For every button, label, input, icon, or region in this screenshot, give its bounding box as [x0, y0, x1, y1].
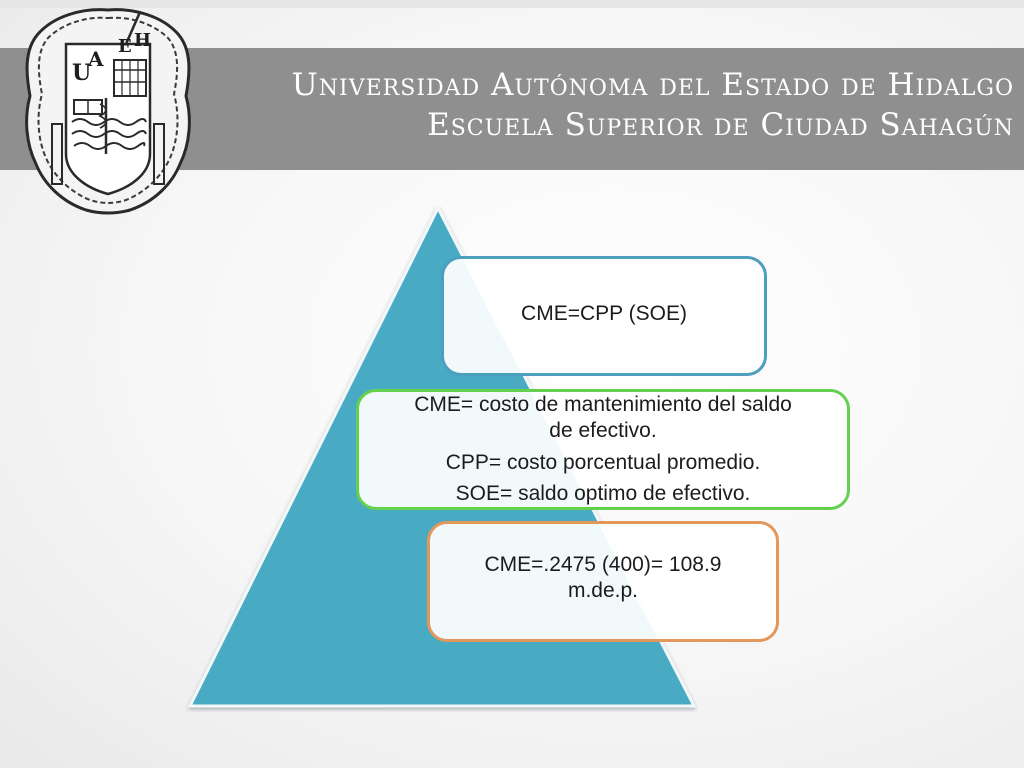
formula-box: CME=CPP (SOE)	[441, 256, 767, 376]
definition-cme: CME= costo de mantenimiento del saldo	[414, 393, 792, 417]
school-name: Escuela Superior de Ciudad Sahagún	[427, 107, 1014, 143]
definitions-box: CME= costo de mantenimiento del saldo de…	[356, 389, 850, 510]
header-top-strip	[0, 0, 1024, 8]
definition-soe: SOE= saldo optimo de efectivo.	[455, 482, 751, 506]
university-name: Universidad Autónoma del Estado de Hidal…	[291, 67, 1014, 103]
result-calculation: CME=.2475 (400)= 108.9	[484, 553, 722, 577]
svg-text:A: A	[87, 47, 104, 71]
svg-text:U: U	[72, 60, 91, 86]
university-seal-icon: U A E H	[25, 8, 191, 215]
svg-text:H: H	[134, 30, 151, 51]
result-unit: m.de.p.	[567, 578, 639, 602]
result-box: CME=.2475 (400)= 108.9 m.de.p.	[427, 521, 779, 642]
definition-cpp: CPP= costo porcentual promedio.	[445, 450, 761, 474]
formula-text: CME=CPP (SOE)	[521, 302, 687, 325]
definition-cme-continued: de efectivo.	[549, 418, 657, 442]
svg-text:E: E	[118, 36, 132, 57]
